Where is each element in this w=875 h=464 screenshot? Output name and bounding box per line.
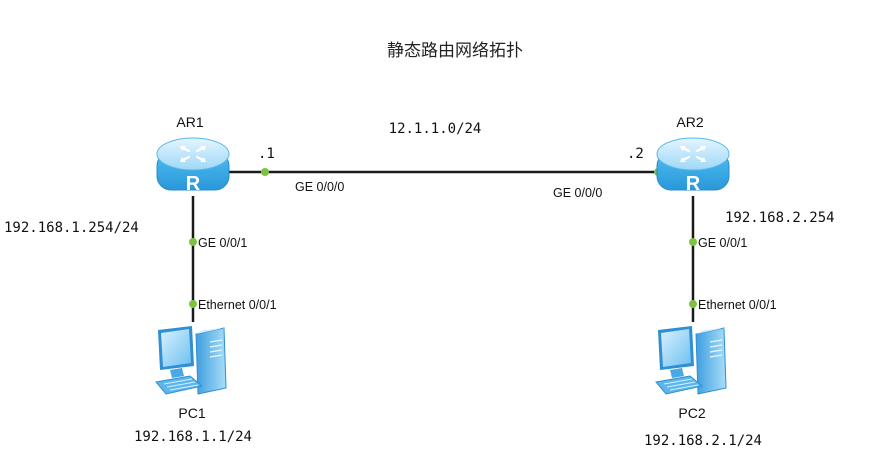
- wan-network-label: 12.1.1.0/24: [389, 121, 482, 137]
- pc1-port-dot: [189, 300, 197, 308]
- pc2-name-label: PC2: [678, 405, 705, 421]
- router-glyph: R: [186, 173, 201, 195]
- pc2-ip-label: 192.168.2.1/24: [644, 433, 762, 449]
- ar1-lan-ip-label: 192.168.1.254/24: [4, 220, 139, 236]
- pc-icon: [655, 325, 727, 395]
- ar1-name-label: AR1: [176, 114, 203, 130]
- pc1-port-label: Ethernet 0/0/1: [198, 298, 277, 312]
- diagram-title: 静态路由网络拓扑: [387, 41, 523, 61]
- ar1-wan-port-dot: [261, 168, 269, 176]
- ar2-wan-port-label: GE 0/0/0: [553, 186, 602, 200]
- ar1-addr-suffix: .1: [258, 146, 275, 162]
- pc2-port-dot: [689, 300, 697, 308]
- router-ar1[interactable]: R: [155, 136, 231, 195]
- ar1-lan-port-label: GE 0/0/1: [198, 236, 247, 250]
- ar2-addr-suffix: .2: [627, 146, 644, 162]
- router-glyph: R: [686, 173, 701, 195]
- ar1-lan-port-dot: [189, 238, 197, 246]
- ar2-lan-ip-label: 192.168.2.254: [725, 210, 835, 226]
- pc1-ip-label: 192.168.1.1/24: [134, 429, 252, 445]
- router-ar2[interactable]: R: [655, 136, 731, 195]
- pc-pc2[interactable]: [655, 325, 727, 395]
- pc1-name-label: PC1: [178, 405, 205, 421]
- ar2-lan-port-label: GE 0/0/1: [698, 236, 747, 250]
- pc-pc1[interactable]: [155, 325, 227, 395]
- ar2-name-label: AR2: [676, 114, 703, 130]
- pc2-port-label: Ethernet 0/0/1: [698, 298, 777, 312]
- pc-icon: [155, 325, 227, 395]
- ar1-wan-port-label: GE 0/0/0: [295, 180, 344, 194]
- ar2-lan-port-dot: [689, 238, 697, 246]
